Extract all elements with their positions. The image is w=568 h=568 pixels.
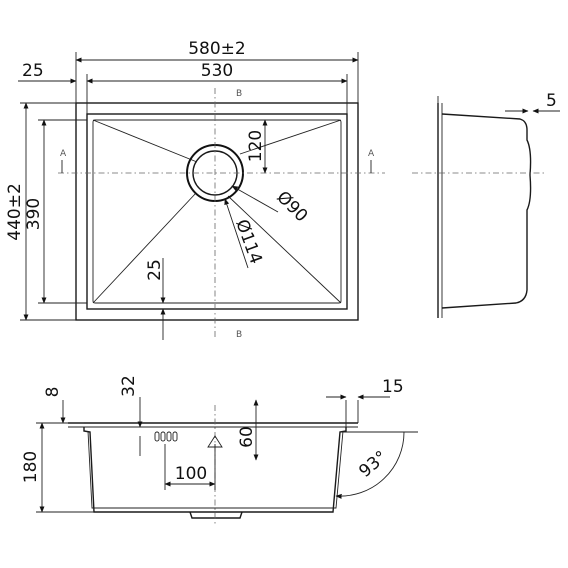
overflow-height-label: 60 bbox=[237, 426, 257, 448]
leader-ring-diameter bbox=[224, 198, 249, 269]
angle-arc bbox=[335, 431, 405, 499]
slope-line bbox=[92, 192, 197, 304]
bowl-outline bbox=[86, 113, 348, 310]
section-marker-a-right: A bbox=[368, 149, 375, 159]
sink-outer-flange bbox=[75, 102, 359, 321]
flange-height-label: 8 bbox=[43, 387, 63, 398]
section-view: 8 32 60 180 100 15 93° bbox=[21, 375, 418, 525]
bowl-depth-label: 180 bbox=[21, 451, 41, 483]
overall-depth-label: 440±2 bbox=[5, 183, 25, 241]
rim-width-label: 15 bbox=[382, 377, 404, 397]
top-view: A A B B 580±2 530 25 440±2 390 120 Ø9 bbox=[5, 39, 385, 340]
side-bowl-profile bbox=[441, 113, 532, 309]
overall-width-label: 580±2 bbox=[188, 39, 246, 59]
rim-thickness-label: 5 bbox=[546, 91, 557, 111]
section-marker-b-bottom: B bbox=[236, 330, 242, 340]
bowl-floor bbox=[92, 119, 342, 304]
slope-line bbox=[92, 119, 198, 163]
slope-line bbox=[239, 119, 342, 155]
ring-diameter-label: Ø114 bbox=[231, 217, 265, 267]
overflow-width-label: 100 bbox=[175, 464, 207, 484]
drain-diameter-label: Ø90 bbox=[272, 187, 311, 226]
inner-width-label: 530 bbox=[201, 61, 233, 81]
overflow-slots bbox=[154, 431, 178, 442]
drain-offset-label: 120 bbox=[246, 130, 266, 162]
section-drain-stub bbox=[189, 511, 243, 519]
overflow-offset-label: 32 bbox=[119, 375, 139, 397]
inner-depth-label: 390 bbox=[24, 198, 44, 230]
slope-line bbox=[227, 195, 342, 304]
leader-drain-diameter bbox=[231, 185, 279, 213]
corner-radius-label: 25 bbox=[145, 259, 165, 281]
side-view: 5 bbox=[412, 91, 560, 318]
section-bowl-inner bbox=[87, 430, 344, 509]
flange-offset-label: 25 bbox=[22, 61, 44, 81]
section-marker-b-top: B bbox=[236, 89, 242, 99]
section-bowl bbox=[83, 427, 347, 513]
section-marker-a-left: A bbox=[60, 149, 67, 159]
